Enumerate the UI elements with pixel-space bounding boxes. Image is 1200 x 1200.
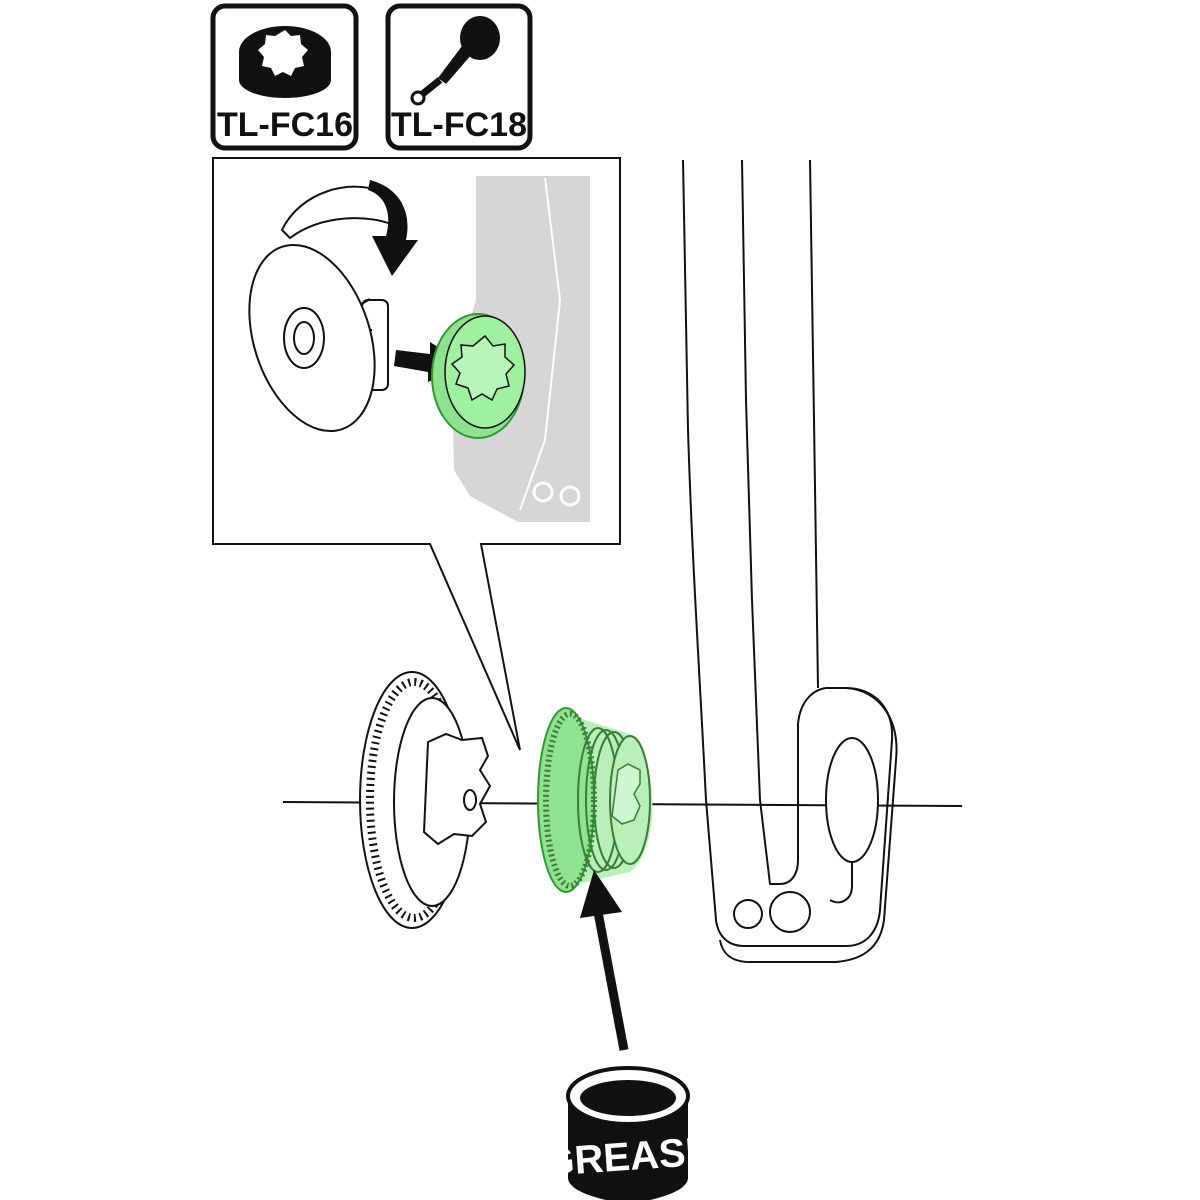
socket-tool-icon	[239, 26, 331, 98]
tool-label-tl-fc16: TL-FC16	[217, 106, 353, 144]
crank-arm	[682, 159, 898, 963]
installation-tool	[359, 671, 492, 929]
rotation-arrow	[280, 180, 418, 276]
detail-callout	[212, 157, 621, 751]
socket-tool-perspective	[248, 243, 389, 433]
tool-box-tl-fc18: TL-FC18	[385, 3, 533, 151]
tool-box-tl-fc16: TL-FC16	[210, 3, 359, 151]
pin-spanner-tool-icon	[410, 16, 500, 106]
crank-cap-highlight	[431, 313, 526, 439]
grease-arrow	[580, 870, 629, 1051]
grease-container: GREASE	[542, 1066, 714, 1200]
tool-label-tl-fc18: TL-FC18	[391, 106, 527, 144]
bearing-cap-highlight	[537, 707, 653, 893]
